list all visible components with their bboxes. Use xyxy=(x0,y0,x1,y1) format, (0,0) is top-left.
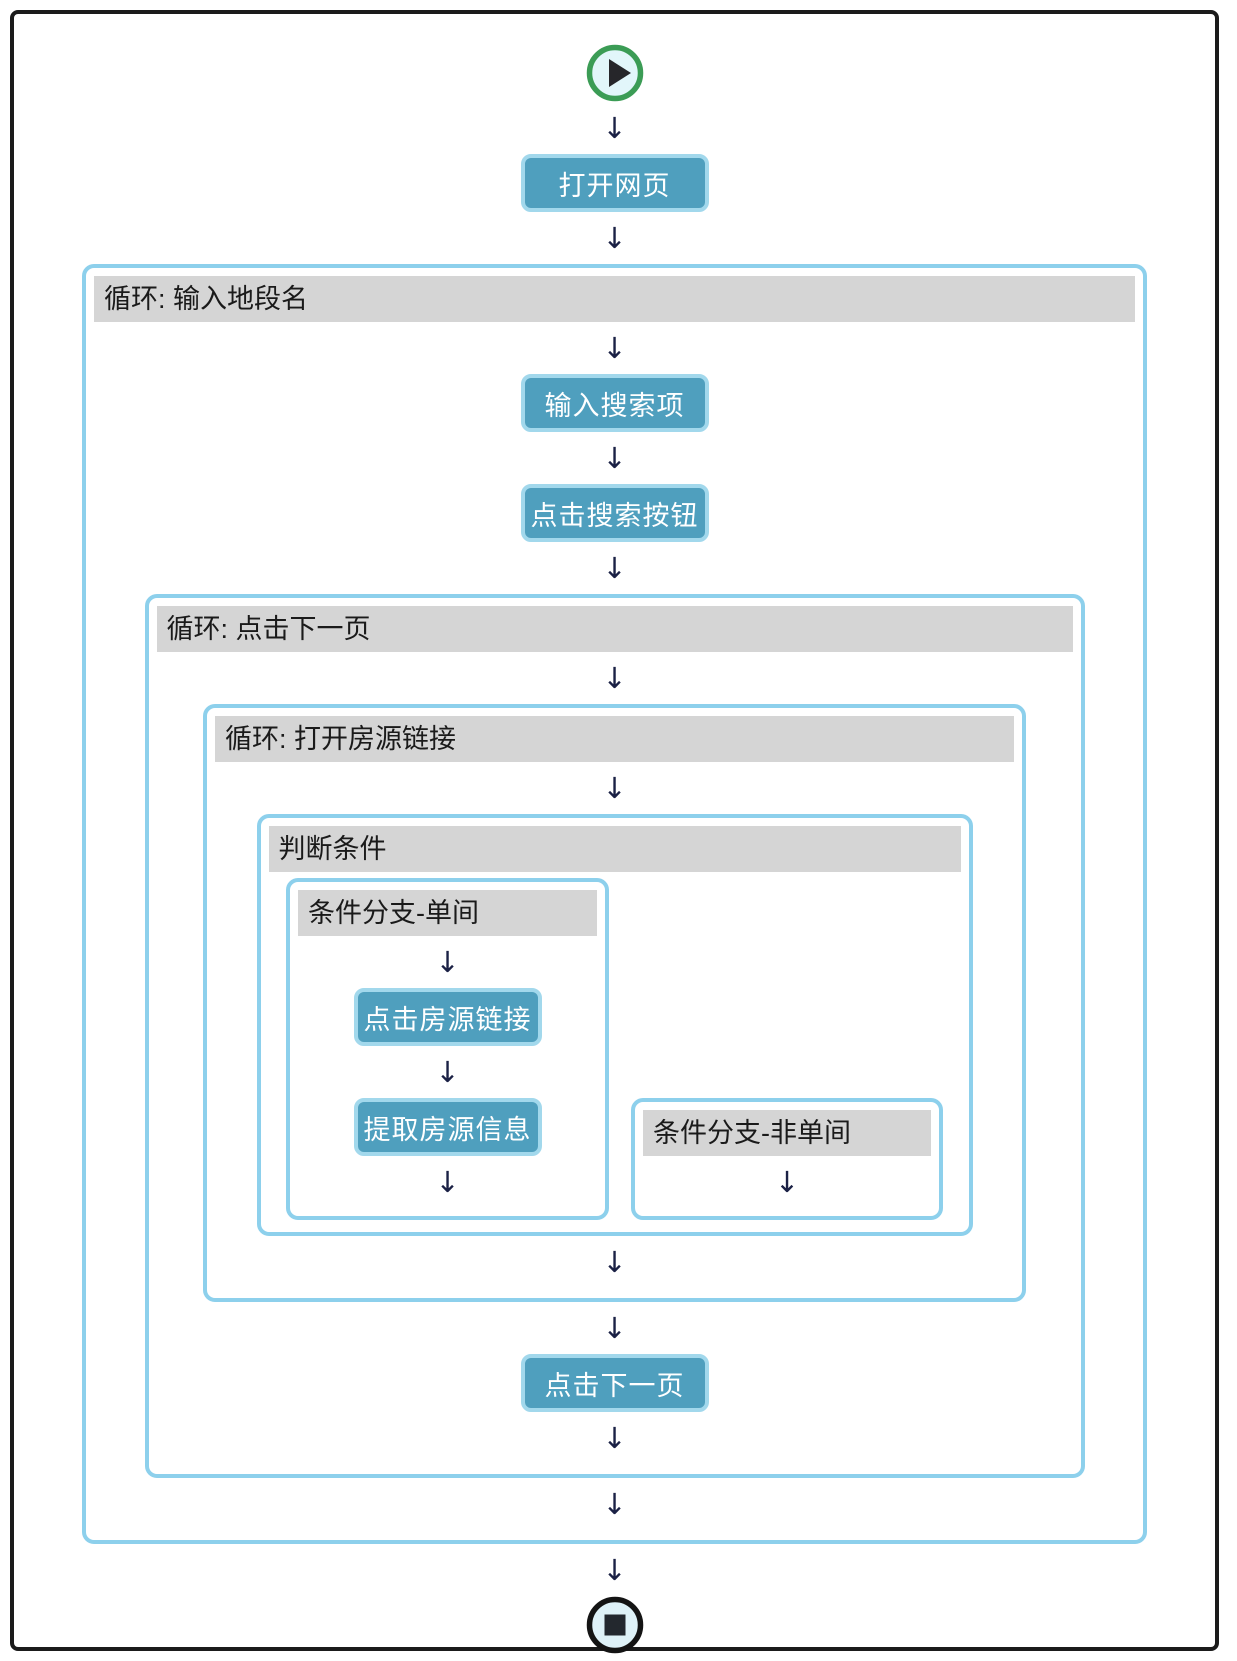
node-click-next-page[interactable]: 点击下一页 xyxy=(520,1354,709,1412)
loop-click-next-page-header[interactable]: 循环: 点击下一页 xyxy=(156,606,1073,652)
branch-not-single-room: 条件分支-非单间 ↓ xyxy=(631,1098,943,1220)
loop-click-next-page: 循环: 点击下一页 ↓ 循环: 打开房源链接 ↓ 判断条件 条件分支-单间 ↓ … xyxy=(144,594,1085,1478)
arrow-down-icon: ↓ xyxy=(602,221,627,255)
stop-icon[interactable] xyxy=(586,1596,644,1654)
arrow-down-icon: ↓ xyxy=(602,1553,627,1587)
arrow-down-icon: ↓ xyxy=(602,1311,627,1345)
arrow-down-icon: ↓ xyxy=(602,661,627,695)
start-icon[interactable] xyxy=(586,44,644,102)
condition-block-header[interactable]: 判断条件 xyxy=(268,826,961,872)
arrow-down-icon: ↓ xyxy=(602,1245,627,1279)
arrow-down-icon: ↓ xyxy=(602,771,627,805)
branch-single-room: 条件分支-单间 ↓ 点击房源链接 ↓ 提取房源信息 ↓ xyxy=(286,878,609,1220)
arrow-down-icon: ↓ xyxy=(602,1421,627,1455)
node-click-search-button[interactable]: 点击搜索按钮 xyxy=(520,484,709,542)
branch-not-single-room-header[interactable]: 条件分支-非单间 xyxy=(643,1110,931,1156)
flowchart-canvas: ↓ 打开网页 ↓ 循环: 输入地段名 ↓ 输入搜索项 ↓ 点击搜索按钮 ↓ 循环… xyxy=(10,10,1219,1654)
loop-enter-district-header[interactable]: 循环: 输入地段名 xyxy=(94,276,1135,322)
node-click-listing-link[interactable]: 点击房源链接 xyxy=(353,988,542,1046)
loop-enter-district: 循环: 输入地段名 ↓ 输入搜索项 ↓ 点击搜索按钮 ↓ 循环: 点击下一页 ↓… xyxy=(82,264,1147,1544)
workflow-flowchart: ↓ 打开网页 ↓ 循环: 输入地段名 ↓ 输入搜索项 ↓ 点击搜索按钮 ↓ 循环… xyxy=(14,14,1215,1654)
branch-single-room-header[interactable]: 条件分支-单间 xyxy=(298,890,597,936)
arrow-down-icon: ↓ xyxy=(435,1165,460,1199)
arrow-down-icon: ↓ xyxy=(435,1055,460,1089)
arrow-down-icon: ↓ xyxy=(602,551,627,585)
condition-branches-row: 条件分支-单间 ↓ 点击房源链接 ↓ 提取房源信息 ↓ 条件分支-非单间 ↓ xyxy=(261,878,969,1220)
arrow-down-icon: ↓ xyxy=(602,441,627,475)
loop-open-listing-link: 循环: 打开房源链接 ↓ 判断条件 条件分支-单间 ↓ 点击房源链接 ↓ 提取房… xyxy=(203,704,1026,1302)
node-extract-listing-info[interactable]: 提取房源信息 xyxy=(353,1098,542,1156)
arrow-down-icon: ↓ xyxy=(435,945,460,979)
node-enter-search-term[interactable]: 输入搜索项 xyxy=(520,374,709,432)
arrow-down-icon: ↓ xyxy=(602,1487,627,1521)
loop-open-listing-link-header[interactable]: 循环: 打开房源链接 xyxy=(215,716,1014,762)
arrow-down-icon: ↓ xyxy=(602,331,627,365)
arrow-down-icon: ↓ xyxy=(774,1165,800,1199)
condition-block: 判断条件 条件分支-单间 ↓ 点击房源链接 ↓ 提取房源信息 ↓ xyxy=(256,814,973,1236)
arrow-down-icon: ↓ xyxy=(602,111,627,145)
node-open-webpage[interactable]: 打开网页 xyxy=(520,154,709,212)
